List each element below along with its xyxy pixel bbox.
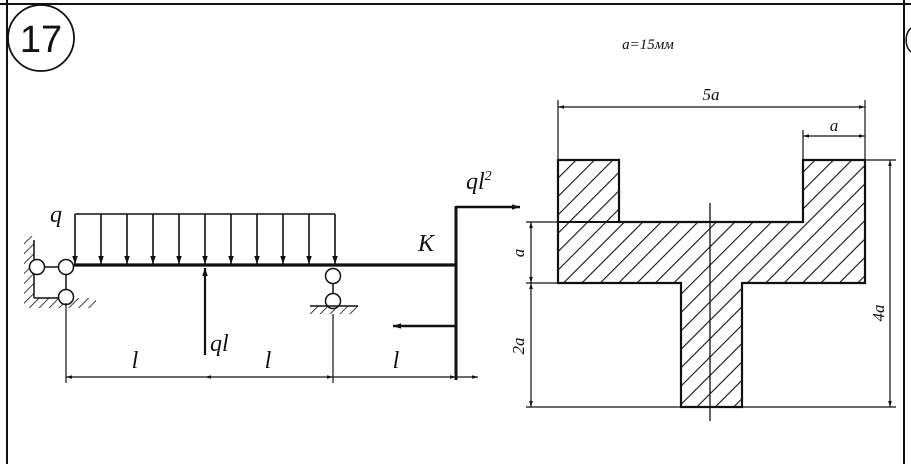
distributed-load (72, 213, 338, 264)
span-label-1: l (132, 348, 139, 374)
cross-section: 5a a a 2a 4a (509, 85, 896, 421)
section-shape (556, 158, 867, 409)
beam-scheme: q ql ql2 K l l l (24, 169, 520, 383)
moment-label: ql2 (466, 169, 492, 195)
dim-total-width-label: 5a (703, 85, 720, 104)
point-k-label: K (417, 231, 436, 257)
span-dimensions: l l l (65, 303, 478, 383)
dim-flange-width-label: a (830, 116, 839, 135)
problem-number: 17 (20, 19, 62, 61)
dim-flange-thickness-label: a (509, 249, 528, 258)
span-label-2: l (265, 348, 272, 374)
left-support-hinges (28, 258, 75, 306)
roller-support (310, 267, 358, 314)
point-force-label: ql (210, 331, 229, 357)
given-value: a=15мм (622, 37, 674, 53)
problem-number-badge: 17 (7, 4, 75, 72)
dim-web-height-label: 2a (509, 338, 528, 355)
distributed-load-label: q (50, 202, 62, 228)
next-problem-circle-fragment (905, 27, 911, 53)
dim-total-height-label: 4a (869, 305, 888, 322)
span-label-3: l (393, 348, 400, 374)
